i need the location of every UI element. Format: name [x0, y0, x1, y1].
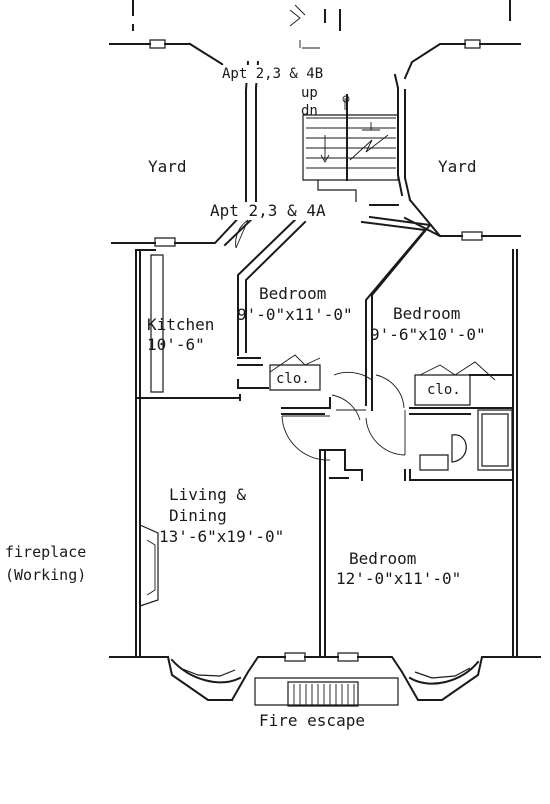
fireplace-working-label: (Working) [5, 566, 87, 584]
closet-2-label: clo. [427, 382, 461, 398]
bedroom-1-dimensions: 9'-0"x11'-0" [237, 305, 353, 324]
bedroom-3-name: Bedroom [349, 549, 417, 568]
bedroom-1-name: Bedroom [259, 284, 327, 303]
yard-left-label: Yard [148, 157, 187, 176]
yard-right-label: Yard [438, 157, 477, 176]
fire-escape-label: Fire escape [259, 711, 365, 730]
stair-up-label: up [301, 85, 318, 101]
exterior-walls [109, 0, 541, 707]
closet-1-label: clo. [276, 371, 310, 387]
kitchen-name: Kitchen [147, 315, 215, 334]
stair-down-label: dn [301, 103, 318, 119]
entry-apartment-label: Apt 2,3 & 4A [210, 201, 326, 220]
stair-apartment-label: Apt 2,3 & 4B [222, 66, 324, 82]
bedroom-3-dimensions: 12'-0"x11'-0" [336, 569, 462, 588]
living-dining-name-line2: Dining [169, 506, 227, 525]
living-dining-dimensions: 13'-6"x19'-0" [159, 527, 285, 546]
fireplace-label: fireplace [5, 543, 87, 561]
bedroom-2-name: Bedroom [393, 304, 461, 323]
kitchen-dimensions: 10'-6" [147, 335, 205, 354]
label-backdrops [209, 65, 369, 220]
door-swings [235, 219, 406, 461]
living-dining-name-line1: Living & [169, 485, 247, 504]
bedroom-2-dimensions: 9'-6"x10'-0" [370, 325, 486, 344]
